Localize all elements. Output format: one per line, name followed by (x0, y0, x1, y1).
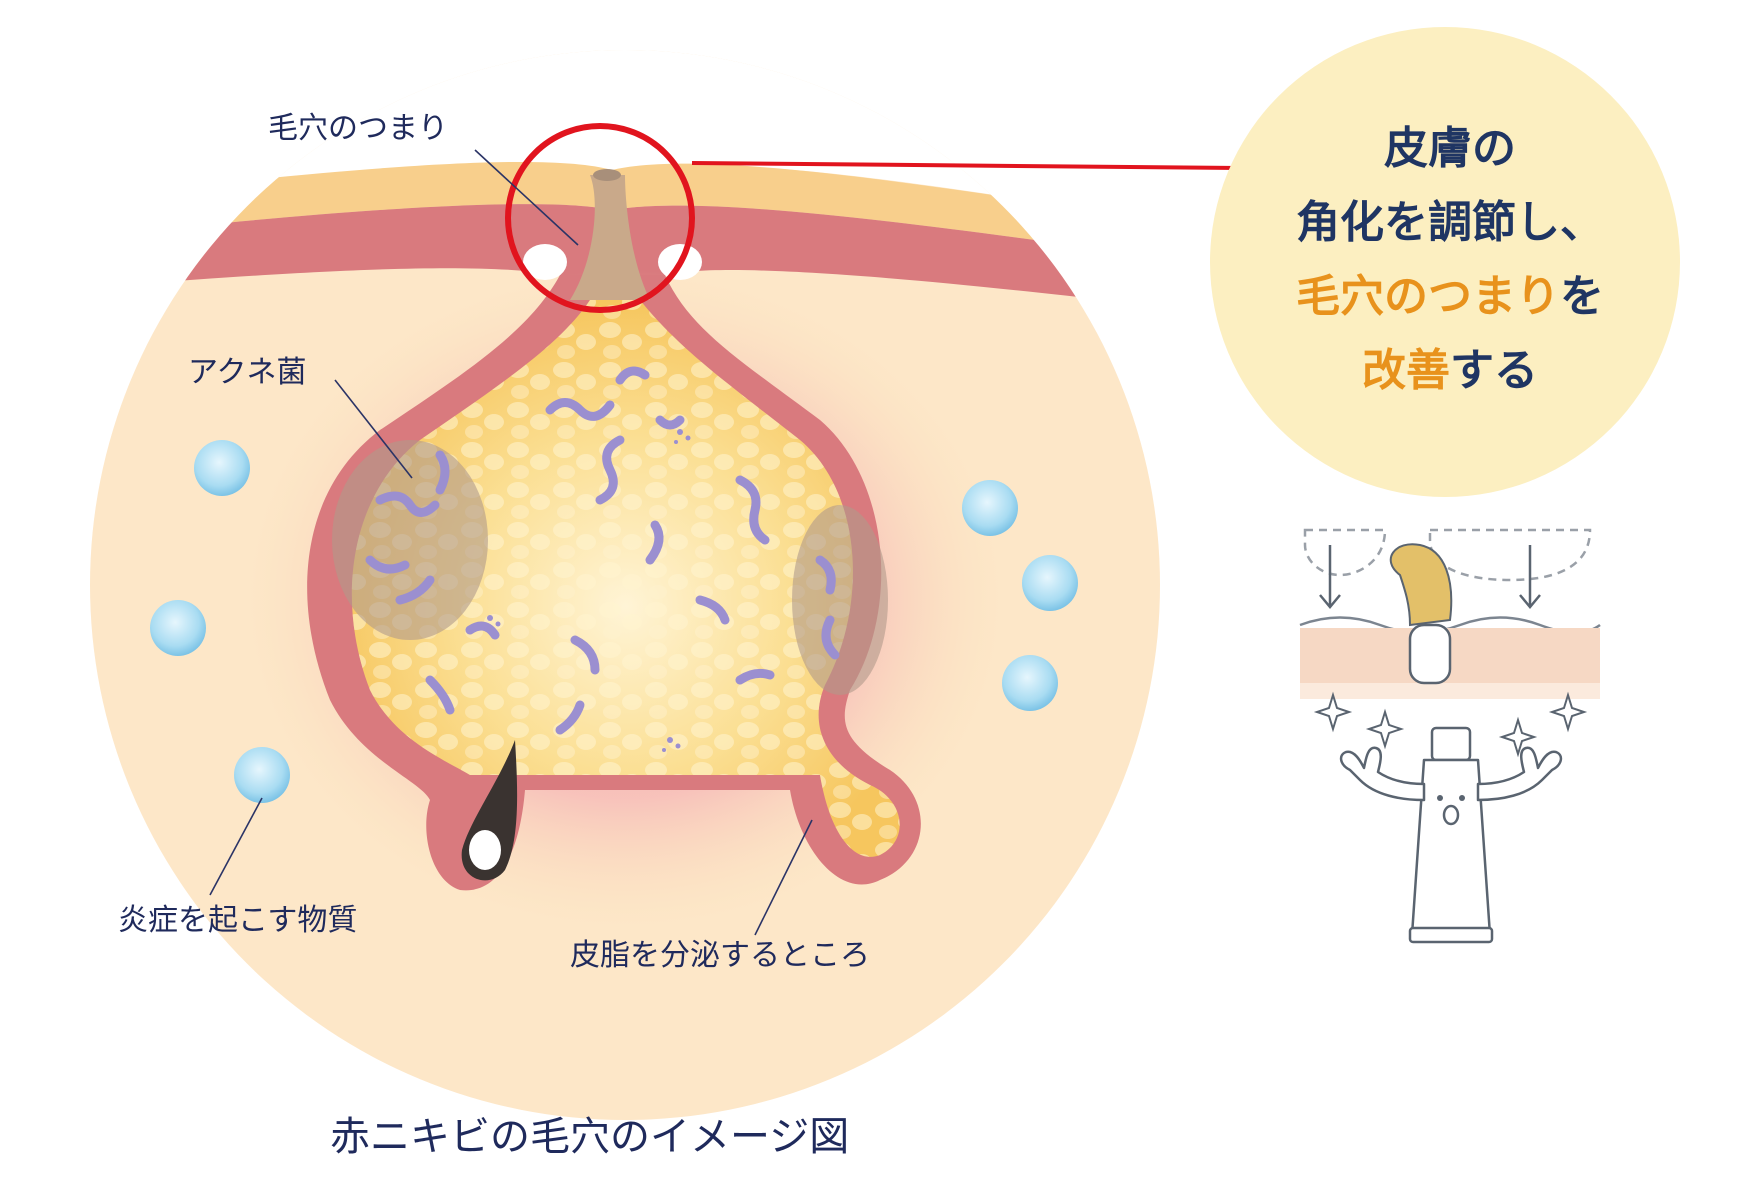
callout-line-2: 角化を調節し、 (1296, 197, 1604, 248)
bacteria-cluster-right (792, 505, 888, 695)
label-leader-lines (209, 149, 813, 936)
mascot-face (1437, 795, 1465, 826)
label-inflammatory-substance: 炎症を起こす物質 (118, 903, 357, 938)
pore-clog-highlight-circle (505, 123, 695, 313)
cream-tube-mascot-icon (1339, 726, 1563, 944)
label-acne-bacteria: アクネ菌 (188, 355, 307, 390)
sparkle-icon (1313, 691, 1588, 758)
diagram-caption: 赤ニキビの毛穴のイメージ図 (330, 1114, 849, 1160)
callout-highlight-pore-clog: 毛穴のつまり (1296, 271, 1560, 322)
callout-line-3: 毛穴のつまりを (1230, 260, 1670, 334)
callout-highlight-improve: 改善 (1362, 345, 1450, 396)
acne-bacteria (365, 366, 840, 735)
bacteria-cluster-left (332, 440, 488, 640)
skin-cross-section (90, 50, 1241, 1120)
callout-line-4: 改善する (1230, 334, 1670, 408)
callout-text: 皮膚の 角化を調節し、 毛穴のつまりを 改善する (1230, 112, 1670, 408)
label-sebaceous-gland: 皮脂を分泌するところ (570, 938, 870, 973)
inflammatory-spheres (150, 440, 1078, 803)
skin-renewal-illustration (1299, 528, 1601, 944)
bacteria-debris (484, 429, 691, 752)
skin-surface-layer (90, 161, 1160, 262)
down-arrow-icon (1319, 545, 1541, 609)
highlight-connector-line (691, 161, 1241, 170)
callout-line-4-rest: する (1450, 345, 1538, 396)
hair-follicle (461, 740, 518, 881)
callout-line-3-rest: を (1560, 271, 1604, 322)
pore-clog-channel (570, 175, 650, 300)
callout-circle (1210, 27, 1680, 497)
label-pore-clog: 毛穴のつまり (268, 111, 448, 146)
callout-line-1: 皮膚の (1384, 123, 1516, 174)
